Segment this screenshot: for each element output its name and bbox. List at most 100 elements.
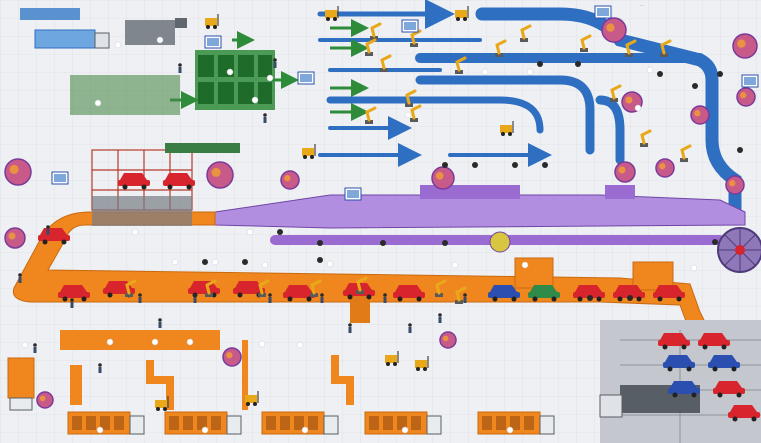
- coil-stock-rack: [165, 143, 240, 153]
- car-icon: [233, 281, 265, 298]
- detail-callout-icon: [4, 227, 26, 249]
- worker-icon: [273, 58, 277, 68]
- worker-icon: [138, 293, 142, 303]
- station-marker: [21, 341, 29, 349]
- stamping-parts-area: [70, 75, 180, 115]
- station-marker: [542, 162, 548, 168]
- station-marker: [114, 41, 122, 49]
- raw-material-truck: [20, 8, 110, 49]
- wheel-hub: [735, 245, 745, 255]
- truck-icon: [364, 411, 442, 435]
- forklift-icon: [500, 121, 514, 136]
- industrial-robot-arm-icon: [125, 279, 137, 297]
- truck-icon: [7, 357, 35, 411]
- truck-icon: [164, 411, 242, 435]
- station-marker: [512, 162, 518, 168]
- supply-conveyor: [595, 95, 625, 165]
- frame-base: [92, 196, 192, 226]
- car-icon: [613, 285, 645, 302]
- truck-trailer: [34, 29, 96, 49]
- worker-icon: [263, 113, 267, 123]
- parts-feeder: [146, 360, 174, 410]
- car-icon: [698, 333, 730, 350]
- car-icon: [668, 381, 700, 398]
- station-marker: [575, 61, 581, 67]
- station-marker: [201, 426, 209, 434]
- industrial-robot-arm-icon: [660, 39, 672, 57]
- monitor-screen-icon: [51, 171, 69, 185]
- car-icon: [58, 285, 90, 302]
- car-icon: [283, 285, 315, 302]
- station-marker: [317, 257, 323, 263]
- industrial-robot-arm-icon: [495, 39, 507, 57]
- worker-icon: [438, 313, 442, 323]
- industrial-robot-arm-icon: [205, 279, 217, 297]
- car-icon: [163, 173, 195, 190]
- header-note: ...: [640, 2, 644, 7]
- industrial-robot-arm-icon: [405, 89, 417, 107]
- station-marker: [317, 240, 323, 246]
- truck-icon: [477, 411, 555, 435]
- detail-callout-icon: [725, 175, 745, 195]
- station-marker: [186, 338, 194, 346]
- forklift-icon: [205, 14, 219, 29]
- station-marker: [301, 426, 309, 434]
- monitor-screen-icon: [594, 5, 612, 19]
- station-marker: [587, 295, 593, 301]
- station-marker: [712, 239, 718, 245]
- monitor-screens: [51, 5, 759, 201]
- car-icon: [653, 285, 685, 302]
- supply-conveyor-main: [475, 7, 742, 217]
- station-marker: [690, 264, 698, 272]
- station-marker: [442, 162, 448, 168]
- forklift-icon: [455, 6, 469, 21]
- worker-icon: [98, 363, 102, 373]
- industrial-robot-arm-icon: [356, 276, 368, 294]
- forklifts: [155, 6, 514, 411]
- station-marker: [717, 71, 723, 77]
- car-icon: [708, 355, 740, 372]
- industrial-robot-arm-icon: [610, 84, 622, 102]
- forklift-icon: [155, 396, 169, 411]
- industrial-robot-arm-icon: [455, 286, 467, 304]
- industrial-robot-arm-icon: [365, 106, 377, 124]
- body-line-group: [214, 185, 761, 273]
- station-marker: [506, 426, 514, 434]
- forklift-icon: [302, 144, 316, 159]
- forklift-icon: [415, 356, 429, 371]
- car-icon: [528, 285, 560, 302]
- station-marker: [242, 259, 248, 265]
- station-marker: [526, 68, 534, 76]
- station-marker: [156, 36, 164, 44]
- forklift-icon: [325, 6, 339, 21]
- coil-warehouse: [125, 20, 175, 45]
- car-icon: [728, 405, 760, 422]
- station-marker: [404, 111, 412, 119]
- station-marker: [171, 258, 179, 266]
- station-marker: [692, 83, 698, 89]
- worker-icon: [18, 273, 22, 283]
- worker-icon: [408, 323, 412, 333]
- station-marker: [634, 104, 642, 112]
- station-marker: [258, 340, 266, 348]
- industrial-robot-arm-icon: [258, 279, 270, 297]
- station-marker: [246, 228, 254, 236]
- detail-callout-icon: [4, 158, 32, 186]
- station-marker: [266, 74, 274, 82]
- station-marker: [106, 338, 114, 346]
- warehouse-roof: [175, 18, 187, 28]
- industrial-robot-arm-icon: [640, 129, 652, 147]
- station-marker: [627, 295, 633, 301]
- station-marker: [296, 341, 304, 349]
- detail-callout-icon: [655, 158, 675, 178]
- industrial-robot-arm-icon: [370, 22, 382, 40]
- industrial-robot-arm-icon: [680, 144, 692, 162]
- coil-transport: [20, 8, 80, 20]
- monitor-screen-icon: [741, 74, 759, 88]
- station-markers: [21, 36, 743, 434]
- car-icon: [713, 381, 745, 398]
- station-marker: [202, 259, 208, 265]
- parts-feeder: [70, 365, 82, 405]
